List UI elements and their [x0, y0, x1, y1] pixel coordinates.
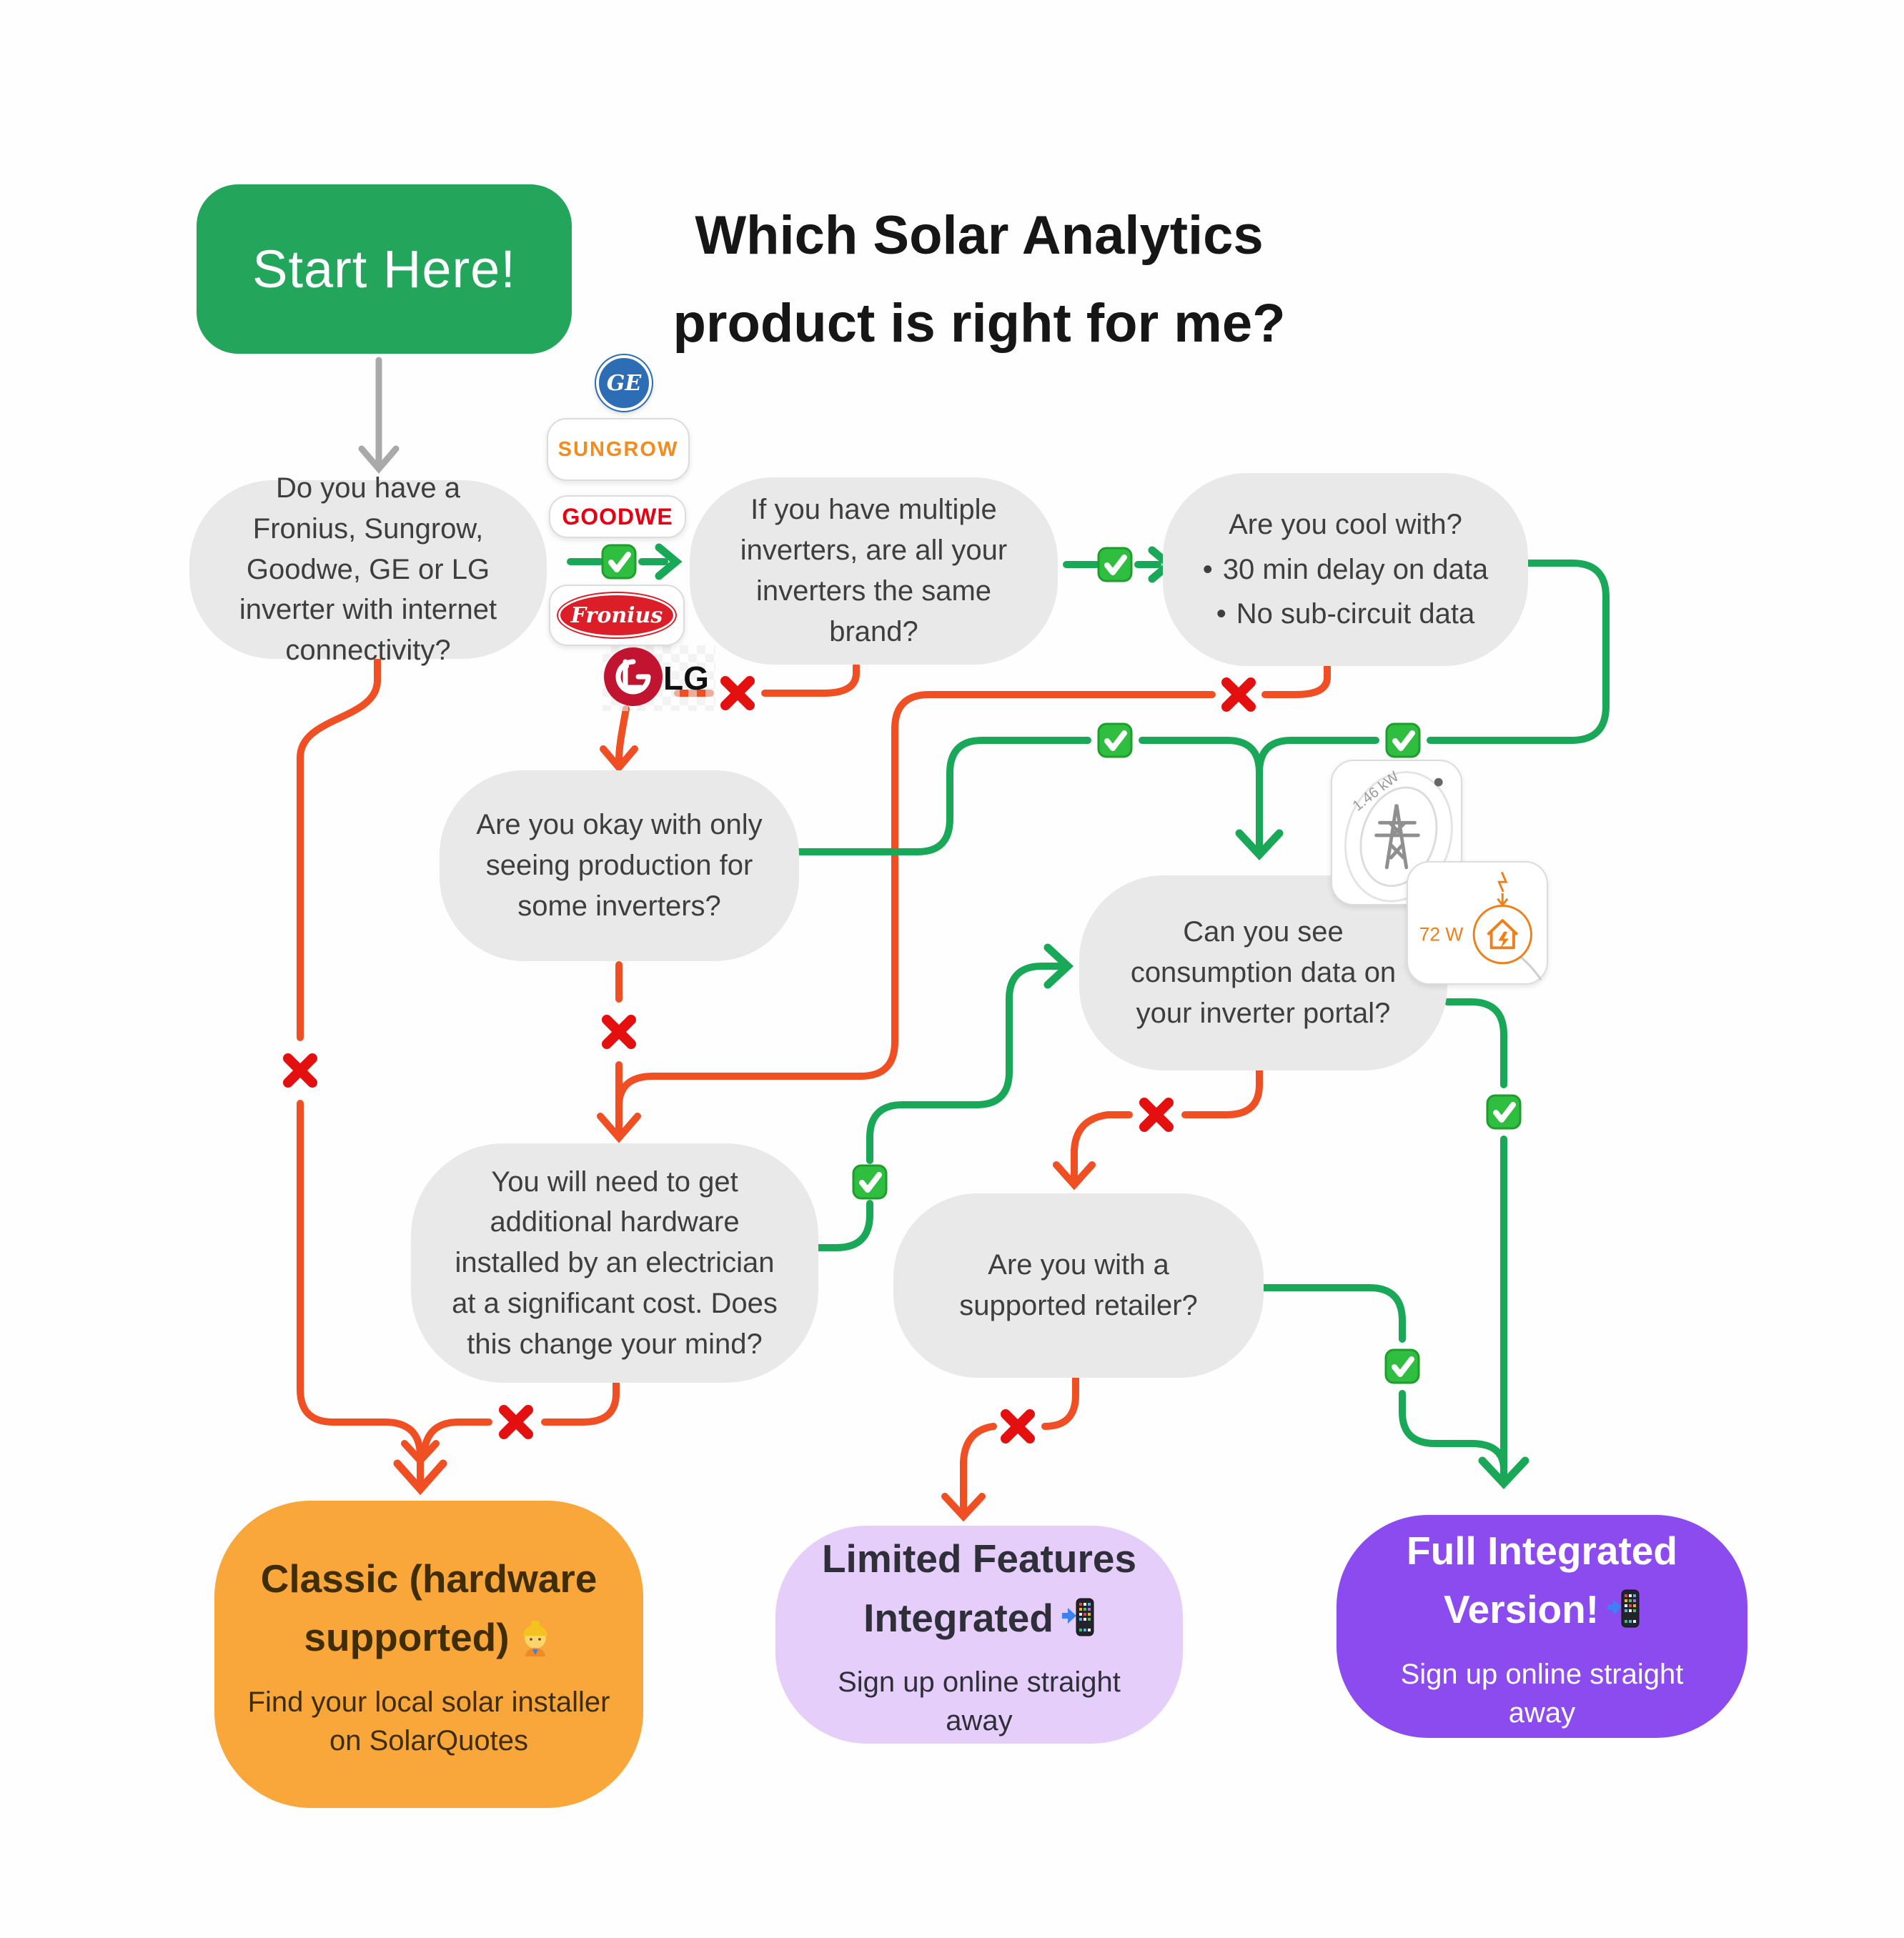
- question-multiple-inverters-text: If you have multiple inverters, are all …: [740, 494, 1008, 647]
- question-consumption-data-text: Can you see consumption data on your inv…: [1130, 916, 1397, 1029]
- grid-tower-icon: 1.46 kW: [1344, 768, 1453, 903]
- question-multiple-inverters: If you have multiple inverters, are all …: [690, 477, 1058, 665]
- house-power-icon-card: 72 W: [1407, 861, 1548, 985]
- question-consumption-data: Can you see consumption data on your inv…: [1079, 875, 1447, 1070]
- outcome-full-subtitle: Sign up online straight away: [1400, 1658, 1684, 1729]
- outcome-limited-subtitle: Sign up online straight away: [838, 1666, 1121, 1736]
- outcome-classic: Classic (hardware supported) Find your l…: [214, 1501, 643, 1808]
- phone-with-arrow-icon: [1606, 1586, 1640, 1645]
- question-production-only: Are you okay with only seeing production…: [440, 770, 799, 961]
- question-inverter-brand-text: Do you have a Fronius, Sungrow, Goodwe, …: [239, 472, 497, 667]
- construction-worker-icon: [517, 1614, 554, 1673]
- phone-with-arrow-icon: [1061, 1594, 1095, 1654]
- page-title: Which Solar Analytics product is right f…: [647, 192, 1312, 367]
- question-additional-hardware-text: You will need to get additional hardware…: [452, 1166, 778, 1360]
- question-supported-retailer: Are you with a supported retailer?: [893, 1193, 1264, 1378]
- outcome-classic-subtitle: Find your local solar installer on Solar…: [247, 1686, 610, 1756]
- bullet-dot: •: [1202, 553, 1213, 585]
- outcome-full-title: Full Integrated Version!: [1407, 1528, 1677, 1632]
- lg-logo-mark: [604, 647, 663, 706]
- cool-with-bullet: • 30 min delay on data: [1203, 550, 1488, 590]
- cool-with-bullet-list: • 30 min delay on data • No sub-circuit da…: [1203, 550, 1488, 635]
- cool-with-bullet-text: No sub-circuit data: [1236, 598, 1475, 630]
- goodwe-logo-card: GOODWE: [549, 495, 686, 538]
- ge-logo: GE: [596, 355, 652, 411]
- sungrow-logo-card: SUNGROW: [547, 418, 690, 481]
- lg-logo-letters: LG: [663, 660, 709, 697]
- lg-face-icon: [615, 659, 651, 695]
- question-production-only-text: Are you okay with only seeing production…: [476, 809, 763, 922]
- yes-paths: [567, 543, 1610, 1490]
- lg-logo-text: LG: [663, 659, 709, 697]
- outcome-limited-title: Limited Features Integrated: [821, 1536, 1137, 1640]
- sungrow-logo-text: SUNGROW: [557, 437, 679, 461]
- question-inverter-brand: Do you have a Fronius, Sungrow, Goodwe, …: [189, 472, 547, 666]
- question-additional-hardware: You will need to get additional hardware…: [411, 1143, 818, 1383]
- cool-with-bullet-text: 30 min delay on data: [1222, 553, 1489, 585]
- question-cool-with-intro: Are you cool with?: [1229, 508, 1462, 540]
- fronius-logo-card: Fronius: [549, 585, 685, 646]
- ge-logo-text: GE: [606, 370, 642, 396]
- bullet-dot: •: [1216, 598, 1226, 630]
- page-title-line2: product is right for me?: [673, 293, 1286, 354]
- page-title-line1: Which Solar Analytics: [695, 205, 1264, 266]
- outcome-limited: Limited Features Integrated Sign up onli…: [775, 1526, 1183, 1744]
- outcome-full: Full Integrated Version! Sign up online …: [1337, 1515, 1747, 1738]
- grid-power-icon-card: 1.46 kW: [1331, 760, 1462, 905]
- house-power-value: 72 W: [1419, 923, 1464, 945]
- start-arrow: [358, 357, 400, 474]
- start-here-button: Start Here!: [197, 184, 572, 354]
- cool-with-bullet: • No sub-circuit data: [1203, 594, 1488, 635]
- start-here-label: Start Here!: [252, 239, 516, 299]
- question-cool-with: Are you cool with? • 30 min delay on data…: [1163, 473, 1528, 666]
- outcome-classic-title: Classic (hardware supported): [260, 1556, 598, 1660]
- no-paths: [297, 655, 1331, 1522]
- house-consumption-icon: 72 W: [1419, 871, 1542, 981]
- fronius-logo-text: Fronius: [557, 592, 677, 639]
- goodwe-logo-text: GOODWE: [562, 503, 673, 530]
- question-supported-retailer-text: Are you with a supported retailer?: [959, 1249, 1198, 1321]
